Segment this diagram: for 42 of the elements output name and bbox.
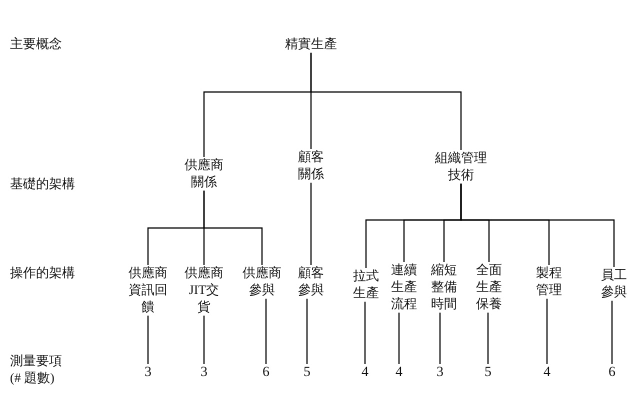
connector-line [203, 190, 263, 265]
construct-label: 供應商參與 [240, 265, 284, 299]
connector-line [398, 312, 400, 364]
item-count: 4 [362, 364, 368, 382]
connector-line [460, 184, 615, 267]
connector-line [487, 312, 489, 364]
construct-label: 員工參與 [599, 267, 629, 301]
connector-line [546, 298, 548, 364]
construct-label: 顧客關係 [296, 149, 326, 183]
construct-label: 製程管理 [534, 265, 564, 299]
construct-label: 供應商JIT交貨 [182, 265, 226, 316]
connector-line [611, 300, 613, 364]
row-heading: 操作的架構 [10, 265, 75, 282]
construct-label: 拉式生產 [351, 268, 381, 302]
item-count: 5 [304, 364, 310, 382]
construct-label: 全面生產保養 [474, 262, 504, 313]
connector-line [265, 298, 267, 364]
connector-line [310, 182, 312, 265]
connector-line [306, 298, 308, 364]
construct-label: 組織管理技術 [433, 150, 489, 184]
row-heading: 測量要項(# 題數) [10, 353, 63, 387]
item-count: 6 [608, 364, 616, 382]
construct-label: 顧客參與 [296, 265, 326, 299]
construct-label: 連續生產流程 [389, 262, 419, 313]
connector-line [203, 316, 205, 364]
construct-label: 供應商關係 [182, 157, 226, 191]
row-heading: 主要概念 [10, 36, 62, 53]
item-count: 4 [544, 364, 550, 382]
construct-label: 縮短整備時間 [429, 262, 459, 313]
item-count: 5 [484, 364, 492, 382]
concept-heading: 精實生產 [282, 36, 340, 53]
connector-line [310, 52, 462, 150]
item-count: 6 [262, 364, 270, 382]
connector-line [364, 302, 366, 364]
connector-line [439, 312, 441, 364]
item-count: 3 [436, 364, 444, 382]
item-count: 3 [144, 364, 152, 382]
item-count: 3 [200, 364, 208, 382]
item-count: 4 [396, 364, 402, 382]
connector-line [147, 316, 149, 364]
construct-label: 供應商資訊回饋 [126, 265, 170, 316]
row-heading: 基礎的架構 [10, 176, 75, 193]
